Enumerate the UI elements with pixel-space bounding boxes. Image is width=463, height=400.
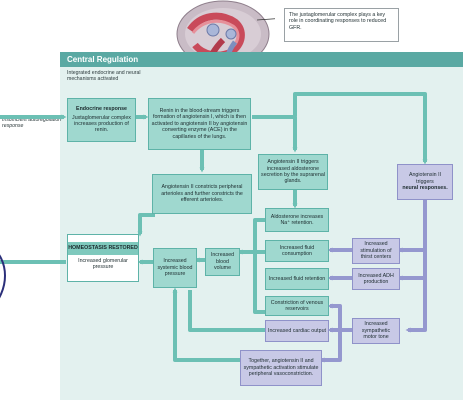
cardiac-output-box: Increased cardiac output <box>265 320 329 342</box>
sympathetic-tone-box: Increased sympathetic motor tone <box>352 318 400 344</box>
angiotensin-aldosterone-box: Angiotensin II triggers increased aldost… <box>258 154 328 190</box>
endocrine-response-body: Juxtaglomerular complex increases produc… <box>72 114 131 134</box>
insufficient-autoregulation-note: Insufficient autoregulation response <box>2 117 62 130</box>
together-vasoconstriction-box: Together, angiotensin II and sympathetic… <box>240 350 322 386</box>
aldosterone-box: Aldosterone increases Na⁺ retention. <box>265 208 329 232</box>
adh-production-box: Increased ADH production <box>352 268 400 290</box>
systemic-pressure-box: Increased systemic blood pressure <box>153 248 197 288</box>
homeostasis-restored-box: HOMEOSTASIS RESTORED Increased glomerula… <box>67 234 139 282</box>
venous-reservoirs-box: Constriction of venous reservoirs <box>265 296 329 316</box>
fluid-retention-box: Increased fluid retention <box>265 268 329 290</box>
endocrine-response-title: Endocrine response <box>76 106 127 113</box>
angiotensin-neural-box: Angiotensin II triggers neural responses… <box>397 164 453 200</box>
angiotensin-neural-bold: neural responses. <box>402 185 448 192</box>
angiotensin-constricts-box: Angiotensin II constricts peripheral art… <box>152 174 252 214</box>
thirst-centers-box: Increased stimulation of thirst centers <box>352 238 400 264</box>
blood-volume-box: Increased blood volume <box>205 248 240 276</box>
jg-complex-callout: The juxtaglomerular complex plays a key … <box>284 8 399 42</box>
integrated-mechanisms-note: Integrated endocrine and neural mechanis… <box>67 70 141 83</box>
renin-angiotensin-box: Renin in the blood-stream triggers forma… <box>148 98 251 150</box>
homeostasis-restored-title: HOMEOSTASIS RESTORED <box>68 242 138 255</box>
central-regulation-title: Central Regulation <box>60 52 463 67</box>
endocrine-response-box: Endocrine response Juxtaglomerular compl… <box>67 98 136 142</box>
homeostasis-restored-body: Increased glomerular pressure <box>78 257 128 271</box>
fluid-consumption-box: Increased fluid consumption <box>265 240 329 262</box>
angiotensin-neural-line: Angiotensin II triggers <box>408 172 442 185</box>
